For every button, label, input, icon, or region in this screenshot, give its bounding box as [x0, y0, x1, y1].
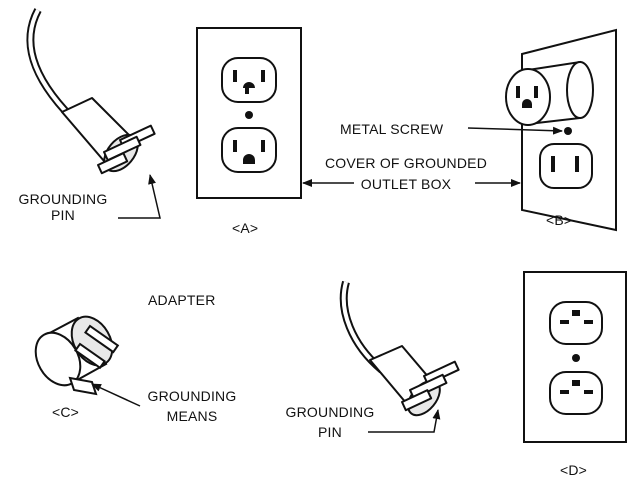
- plug-d-icon: [339, 280, 460, 417]
- metal-screw-label: METAL SCREW: [340, 121, 444, 137]
- adapter-label: ADAPTER: [148, 292, 216, 308]
- cover-line1: COVER OF GROUNDED: [324, 155, 488, 171]
- adapter-c-icon: [34, 315, 120, 396]
- grounding-means-line2: MEANS: [166, 408, 218, 424]
- metal-screw-arrow: [467, 126, 563, 135]
- grounding-means-line1: GROUNDING: [147, 388, 237, 404]
- duplex-outlet-d-icon: [523, 271, 627, 443]
- caption-a: <A>: [232, 220, 259, 236]
- caption-b: <B>: [546, 212, 573, 228]
- grounding-pin-d-line2: PIN: [318, 424, 342, 440]
- grounding-pin-a-line2: PIN: [51, 207, 75, 223]
- grounding-pin-d-arrow: [368, 409, 441, 433]
- grounding-pin-d-label: GROUNDING PIN: [280, 404, 380, 440]
- metal-screw-icon: [564, 127, 572, 135]
- cover-line2: OUTLET BOX: [360, 176, 452, 192]
- caption-c: <C>: [52, 404, 80, 420]
- adapter-b-icon: [505, 60, 594, 126]
- cover-label: COVER OF GROUNDED OUTLET BOX: [306, 155, 506, 192]
- grounding-means-arrow: [91, 383, 141, 407]
- caption-d: <D>: [560, 462, 588, 478]
- grounding-pin-d-line1: GROUNDING: [285, 404, 375, 420]
- grounding-pin-a-line1: GROUNDING: [18, 191, 108, 207]
- grounding-pin-a-label: GROUNDING PIN: [8, 191, 118, 223]
- plug-a-icon: [26, 8, 156, 175]
- grounding-pin-a-arrow: [118, 174, 161, 219]
- grounding-means-label: GROUNDING MEANS: [142, 388, 242, 424]
- duplex-outlet-a-icon: [196, 27, 302, 199]
